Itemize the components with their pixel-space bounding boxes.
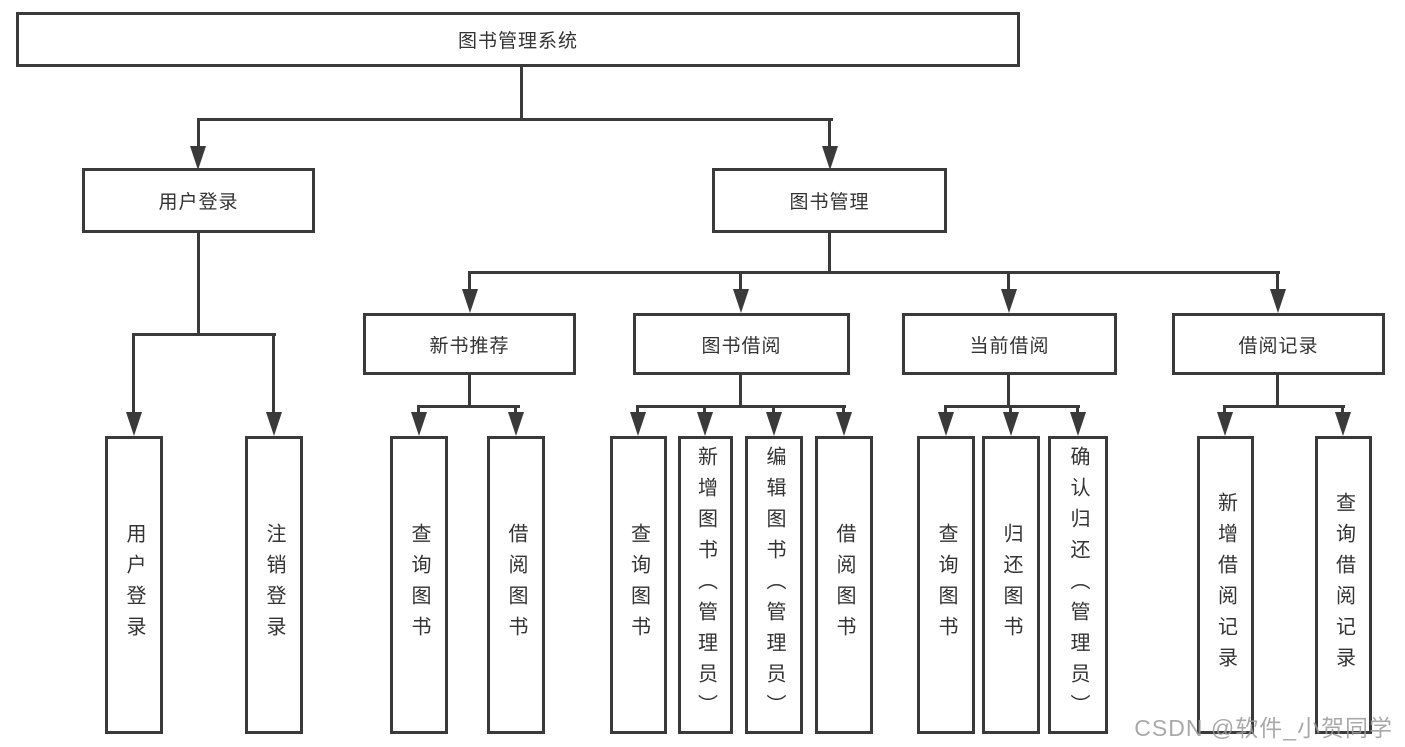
- connector-line: [739, 375, 742, 408]
- connector-line: [1007, 271, 1010, 291]
- connector-line: [636, 405, 639, 415]
- leaf-borrow-books: 借阅图书: [815, 436, 873, 734]
- leaf-label: 用户登录: [123, 523, 145, 647]
- connector-line: [1341, 405, 1344, 415]
- leaf-label: 新增图书（管理员）: [694, 445, 717, 725]
- leaf-add-borrow-record: 新增借阅记录: [1197, 436, 1254, 734]
- leaf-label: 编辑图书（管理员）: [763, 445, 785, 725]
- leaf-query-books-borrowing: 查询图书: [610, 436, 667, 734]
- connector-arrow: [1335, 412, 1351, 436]
- leaf-query-borrow-record: 查询借阅记录: [1315, 436, 1372, 734]
- connector-arrow: [822, 146, 838, 170]
- connector-arrow: [266, 412, 282, 436]
- connector-line: [132, 333, 135, 415]
- connector-line: [703, 405, 706, 415]
- connector-arrow: [1001, 289, 1017, 313]
- connector-line: [514, 405, 517, 415]
- connector-arrow: [1217, 412, 1233, 436]
- leaf-label: 查询图书: [935, 523, 957, 647]
- leaf-return-books: 归还图书: [982, 436, 1040, 734]
- connector-line: [468, 375, 471, 408]
- connector-line: [417, 405, 420, 415]
- node-borrowing-records: 借阅记录: [1172, 313, 1385, 375]
- leaf-borrow-books-recommend: 借阅图书: [487, 436, 545, 734]
- leaf-label: 归还图书: [1000, 523, 1022, 647]
- leaf-query-books-recommend: 查询图书: [390, 436, 448, 734]
- connector-arrow: [630, 412, 646, 436]
- leaf-edit-books-admin: 编辑图书（管理员）: [745, 436, 803, 734]
- connector-arrow: [938, 412, 954, 436]
- connector-line: [739, 271, 742, 291]
- connector-line: [417, 405, 520, 408]
- leaf-label: 借阅图书: [833, 523, 855, 647]
- leaf-add-books-admin: 新增图书（管理员）: [678, 436, 733, 734]
- node-new-book-recommendation: 新书推荐: [363, 313, 576, 375]
- connector-line: [636, 405, 846, 408]
- connector-line: [828, 118, 831, 150]
- connector-arrow: [1003, 412, 1019, 436]
- connector-arrow: [733, 289, 749, 313]
- node-library-management-system: 图书管理系统: [16, 12, 1020, 67]
- connector-line: [1076, 405, 1079, 415]
- leaf-logout-login: 注销登录: [245, 436, 303, 734]
- connector-line: [944, 405, 1080, 408]
- connector-line: [468, 271, 1280, 274]
- connector-line: [1223, 405, 1345, 408]
- connector-arrow: [1270, 289, 1286, 313]
- leaf-label: 查询图书: [627, 523, 650, 647]
- connector-line: [197, 118, 833, 121]
- connector-arrow: [766, 412, 782, 436]
- connector-line: [1009, 405, 1012, 415]
- connector-arrow: [1070, 412, 1086, 436]
- connector-line: [272, 333, 275, 415]
- connector-line: [944, 405, 947, 415]
- connector-arrow: [697, 412, 713, 436]
- connector-arrow: [126, 412, 142, 436]
- connector-line: [132, 333, 276, 336]
- connector-line: [1007, 375, 1010, 408]
- connector-line: [1276, 375, 1279, 408]
- node-book-management: 图书管理: [712, 168, 947, 233]
- connector-line: [520, 67, 523, 121]
- connector-arrow: [508, 412, 524, 436]
- connector-line: [772, 405, 775, 415]
- leaf-label: 查询图书: [408, 523, 430, 647]
- connector-arrow: [462, 289, 478, 313]
- connector-line: [842, 405, 845, 415]
- leaf-label: 借阅图书: [505, 523, 527, 647]
- connector-line: [197, 118, 200, 150]
- node-book-borrowing: 图书借阅: [633, 313, 850, 375]
- leaf-query-books-current: 查询图书: [917, 436, 975, 734]
- connector-arrow: [836, 412, 852, 436]
- connector-line: [197, 233, 200, 336]
- node-current-borrowing: 当前借阅: [902, 313, 1117, 375]
- leaf-user-login: 用户登录: [105, 436, 163, 734]
- watermark: CSDN @软件_小贺同学: [1134, 715, 1393, 741]
- leaf-label: 查询借阅记录: [1332, 492, 1355, 678]
- node-user-login: 用户登录: [82, 168, 315, 233]
- connector-line: [468, 271, 471, 291]
- connector-line: [828, 233, 831, 274]
- connector-arrow: [190, 146, 206, 170]
- leaf-label: 确认归还（管理员）: [1067, 445, 1089, 725]
- connector-line: [1223, 405, 1226, 415]
- leaf-label: 新增借阅记录: [1214, 492, 1237, 678]
- leaf-confirm-return-admin: 确认归还（管理员）: [1048, 436, 1108, 734]
- leaf-label: 注销登录: [263, 523, 285, 647]
- connector-arrow: [411, 412, 427, 436]
- connector-line: [1276, 271, 1279, 291]
